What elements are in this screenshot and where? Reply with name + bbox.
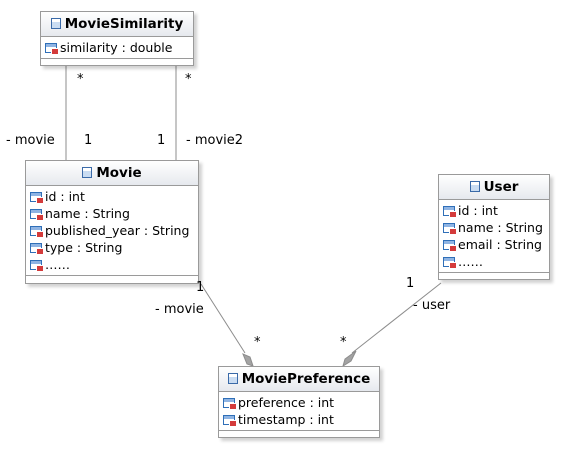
multiplicity-label: 1	[84, 133, 93, 148]
attribute-icon	[443, 223, 457, 235]
attribute-icon	[223, 398, 237, 410]
attribute-icon	[223, 415, 237, 427]
class-icon	[50, 18, 61, 29]
attribute-item: id : int	[443, 202, 549, 219]
operation-compartment	[41, 59, 193, 68]
class-movie-similarity[interactable]: MovieSimilarity similarity : double	[40, 11, 194, 66]
class-header: User	[439, 175, 549, 200]
attribute-item: preference : int	[223, 394, 379, 411]
attribute-icon	[30, 260, 44, 272]
multiplicity-label: *	[185, 72, 192, 87]
class-name: MovieSimilarity	[64, 16, 184, 32]
class-name: User	[483, 179, 519, 195]
multiplicity-label: 1	[406, 276, 415, 291]
attribute-item: similarity : double	[45, 39, 193, 56]
class-user[interactable]: User id : int name : String email : Stri…	[438, 174, 550, 280]
operation-compartment	[219, 431, 379, 440]
attribute-icon	[45, 43, 59, 55]
attribute-item: name : String	[30, 205, 198, 222]
class-icon	[227, 373, 238, 384]
operation-compartment	[26, 276, 198, 285]
class-name: MoviePreference	[241, 371, 371, 387]
multiplicity-label: *	[340, 335, 347, 350]
attribute-compartment: preference : int timestamp : int	[219, 392, 379, 431]
attribute-item: id : int	[30, 188, 198, 205]
multiplicity-label: 1	[157, 133, 166, 148]
attribute-item: published_year : String	[30, 222, 198, 239]
attribute-compartment: id : int name : String published_year : …	[26, 186, 198, 276]
attribute-item: timestamp : int	[223, 411, 379, 428]
attribute-item: name : String	[443, 219, 549, 236]
attribute-item: ……	[443, 253, 549, 270]
class-header: MovieSimilarity	[41, 12, 193, 37]
class-movie[interactable]: Movie id : int name : String published_y…	[25, 160, 199, 284]
attribute-item: type : String	[30, 239, 198, 256]
attribute-icon	[30, 192, 44, 204]
multiplicity-label: *	[77, 72, 84, 87]
association-line-preference-movie	[200, 283, 246, 354]
multiplicity-label: *	[254, 335, 261, 350]
class-icon	[469, 181, 480, 192]
association-line-preference-user	[351, 282, 442, 354]
class-icon	[82, 167, 93, 178]
attribute-icon	[443, 206, 457, 218]
role-label: - movie	[6, 133, 55, 148]
attribute-icon	[443, 240, 457, 252]
attribute-item: email : String	[443, 236, 549, 253]
class-header: Movie	[26, 161, 198, 186]
class-movie-preference[interactable]: MoviePreference preference : int timesta…	[218, 366, 380, 438]
multiplicity-label: 1	[196, 280, 205, 295]
attribute-item: ……	[30, 256, 198, 273]
attribute-icon	[30, 243, 44, 255]
attribute-icon	[30, 226, 44, 238]
attribute-compartment: id : int name : String email : String ……	[439, 200, 549, 273]
role-label: - movie2	[186, 133, 244, 148]
role-label: - user	[413, 298, 451, 313]
composition-diamond-right	[342, 350, 357, 368]
attribute-icon	[443, 257, 457, 269]
composition-diamond-left	[242, 353, 254, 367]
attribute-compartment: similarity : double	[41, 37, 193, 59]
attribute-icon	[30, 209, 44, 221]
role-label: - movie	[155, 302, 204, 317]
class-header: MoviePreference	[219, 367, 379, 392]
class-name: Movie	[96, 165, 142, 181]
operation-compartment	[439, 273, 549, 282]
